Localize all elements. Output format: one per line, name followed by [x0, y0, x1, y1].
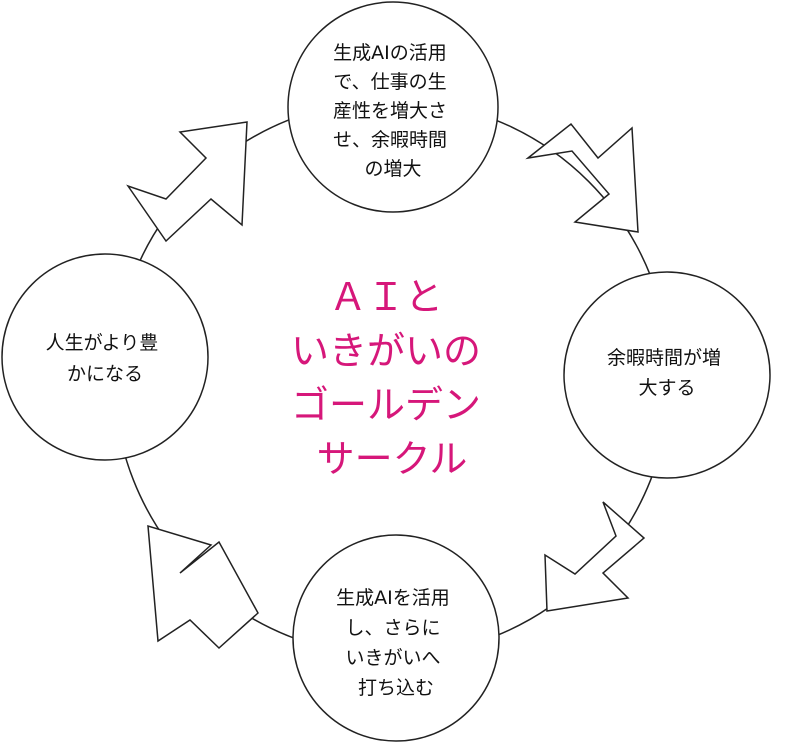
arrow-right-to-bottom — [544, 501, 646, 612]
center-title-line: サークル — [317, 437, 468, 481]
node-bottom-line: 生成AIを活用 — [336, 587, 450, 609]
node-right-circle — [563, 271, 771, 479]
cycle-arrows — [126, 121, 646, 650]
node-right-line: 余暇時間が増 — [607, 347, 721, 369]
node-right: 余暇時間が増 大する — [563, 271, 771, 479]
node-left-circle — [1, 253, 209, 461]
center-title: ＡＩと いきがいの ゴールデン サークル — [291, 275, 493, 481]
node-left-line: かになる — [67, 363, 143, 385]
arrow-top-to-right — [525, 122, 639, 233]
node-bottom-line: いきがいへ — [345, 647, 440, 669]
center-title-line: ゴールデン — [291, 383, 481, 427]
node-bottom-line: し、さらに — [345, 617, 440, 639]
node-top-line: 生成AIの活用 — [333, 42, 447, 64]
node-top-line: の増大 — [364, 158, 421, 180]
node-bottom-line: 打ち込む — [358, 677, 434, 699]
node-left: 人生がより豊 かになる — [1, 253, 209, 461]
arrow-left-to-top — [126, 121, 248, 243]
center-title-line: ＡＩと — [329, 275, 443, 319]
node-top-line: で、仕事の生 — [333, 71, 446, 93]
node-right-line: 大する — [638, 377, 695, 399]
node-top-text: 生成AIの活用 で、仕事の生 産性を増大さ せ、余暇時間 の増大 — [333, 42, 453, 180]
node-right-text: 余暇時間が増 大する — [607, 347, 727, 399]
node-top-line: 産性を増大さ — [333, 100, 447, 122]
node-bottom: 生成AIを活用 し、さらに いきがいへ 打ち込む — [292, 534, 500, 742]
node-top-circle — [287, 1, 499, 213]
node-bottom-circle — [292, 534, 500, 742]
node-top-line: せ、余暇時間 — [333, 129, 447, 151]
node-bottom-text: 生成AIを活用 し、さらに いきがいへ 打ち込む — [336, 587, 456, 699]
node-top: 生成AIの活用 で、仕事の生 産性を増大さ せ、余暇時間 の増大 — [287, 1, 499, 213]
node-left-line: 人生がより豊 — [46, 332, 159, 354]
arrow-bottom-to-left — [147, 524, 259, 650]
center-title-line: いきがいの — [291, 329, 481, 373]
node-left-text: 人生がより豊 かになる — [46, 332, 165, 385]
